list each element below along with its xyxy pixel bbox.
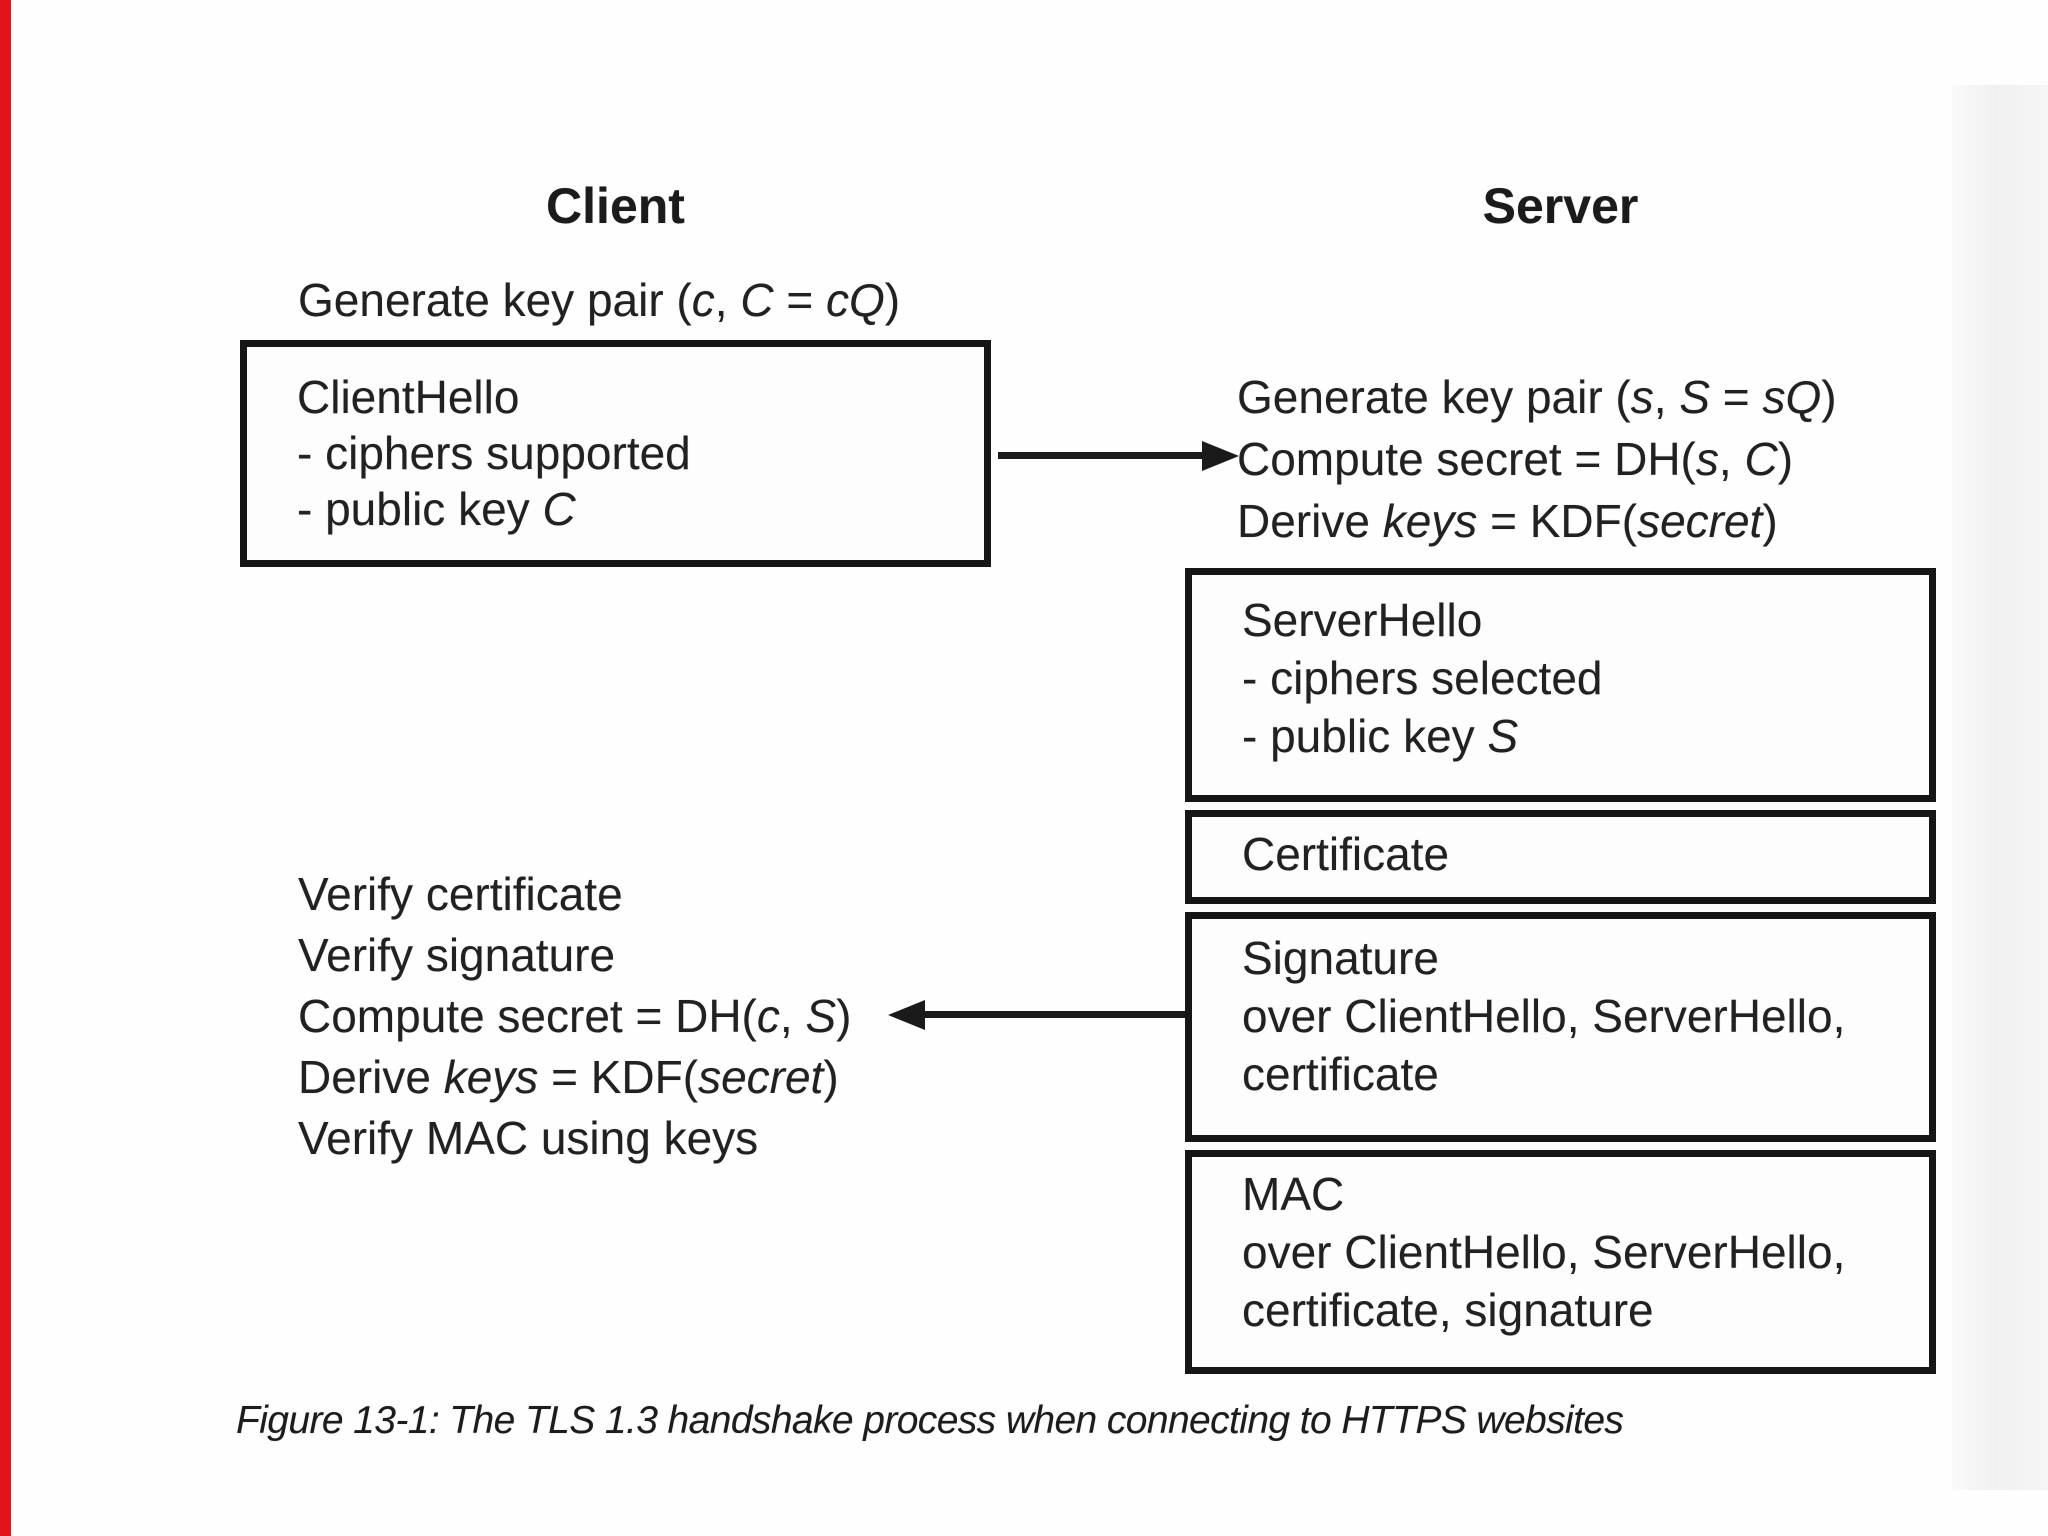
clienthello-item-ciphers: - ciphers supported: [297, 427, 691, 479]
server-compute-line: Compute secret = DH(s, C): [1237, 433, 1794, 485]
mac-over-line: over ClientHello, ServerHello,: [1242, 1226, 1846, 1278]
serverhello-item-ciphers: - ciphers selected: [1242, 652, 1603, 704]
serverhello-title: ServerHello: [1242, 594, 1483, 646]
server-derive-line: Derive keys = KDF(secret): [1237, 495, 1778, 547]
serverhello-item-pubkey: - public key S: [1242, 710, 1519, 762]
verify-certificate-line: Verify certificate: [298, 868, 623, 920]
arrow-head-right-icon: [1202, 441, 1239, 471]
signature-box: Signature over ClientHello, ServerHello,…: [1185, 912, 1936, 1142]
signature-title: Signature: [1242, 932, 1439, 984]
clienthello-item-pubkey: - public key C: [297, 483, 576, 535]
mac-title: MAC: [1242, 1168, 1345, 1220]
right-edge-shade: [1952, 85, 2048, 1490]
arrow-shaft: [922, 1011, 1185, 1018]
server-process-text: Generate key pair (s, S = sQ) Compute se…: [1237, 366, 1837, 552]
derive-keys-line: Derive keys = KDF(secret): [298, 1051, 839, 1103]
verify-mac-line: Verify MAC using keys: [298, 1112, 759, 1164]
mac-certificate-line: certificate, signature: [1242, 1284, 1654, 1336]
signature-certificate-line: certificate: [1242, 1048, 1439, 1100]
certificate-title: Certificate: [1242, 828, 1450, 880]
serverhello-box: ServerHello - ciphers selected - public …: [1185, 568, 1936, 802]
client-verify-text: Verify certificate Verify signature Comp…: [298, 864, 851, 1169]
left-red-stripe: [0, 0, 11, 1536]
client-keygen-text: Generate key pair (c, C = cQ): [298, 274, 901, 326]
clienthello-box: ClientHello - ciphers supported - public…: [240, 340, 991, 567]
server-keygen-line: Generate key pair (s, S = sQ): [1237, 371, 1837, 423]
mac-box: MAC over ClientHello, ServerHello, certi…: [1185, 1150, 1936, 1374]
arrow-head-left-icon: [888, 1000, 925, 1030]
server-heading: Server: [1482, 178, 1639, 234]
client-heading: Client: [546, 178, 685, 234]
certificate-box: Certificate: [1185, 810, 1936, 904]
clienthello-title: ClientHello: [297, 371, 520, 423]
compute-secret-line: Compute secret = DH(c, S): [298, 990, 852, 1042]
signature-over-line: over ClientHello, ServerHello,: [1242, 990, 1846, 1042]
arrow-shaft: [998, 452, 1204, 459]
verify-signature-line: Verify signature: [298, 929, 616, 981]
figure-caption: Figure 13-1: The TLS 1.3 handshake proce…: [236, 1399, 1624, 1442]
